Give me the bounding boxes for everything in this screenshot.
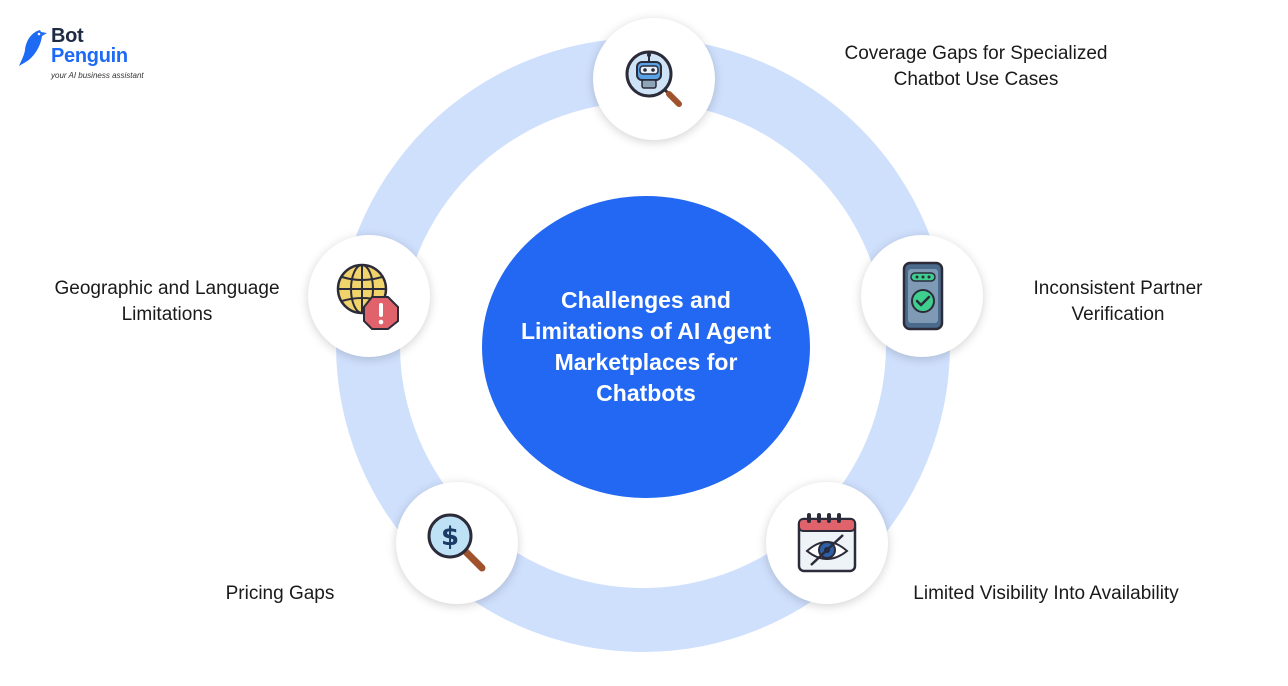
robot-magnifier-icon — [625, 50, 682, 107]
svg-text:$: $ — [441, 522, 459, 552]
center-circle: Challenges and Limitations of AI Agent M… — [482, 196, 810, 498]
node-partner-verification — [861, 235, 983, 357]
brand-name-line1: Bot — [51, 25, 84, 47]
node-geographic-language — [308, 235, 430, 357]
brand-name-line2: Penguin — [51, 45, 128, 67]
calendar-eye-icon — [797, 513, 857, 573]
node-coverage-gaps — [593, 18, 715, 140]
dollar-magnifier-icon: $ — [427, 513, 486, 572]
node-limited-visibility — [766, 482, 888, 604]
center-title: Challenges and Limitations of AI Agent M… — [521, 287, 772, 406]
penguin-logo-icon — [19, 30, 47, 66]
label-limited-visibility: Limited Visibility Into Availability — [913, 583, 1179, 604]
brand-tagline: your AI business assistant — [51, 71, 144, 80]
phone-check-icon — [902, 261, 944, 331]
label-pricing-gaps: Pricing Gaps — [225, 583, 335, 604]
globe-alert-icon — [336, 263, 399, 330]
node-pricing-gaps: $ — [396, 482, 518, 604]
brand-logo: Bot Penguin your AI business assistant — [18, 24, 168, 84]
